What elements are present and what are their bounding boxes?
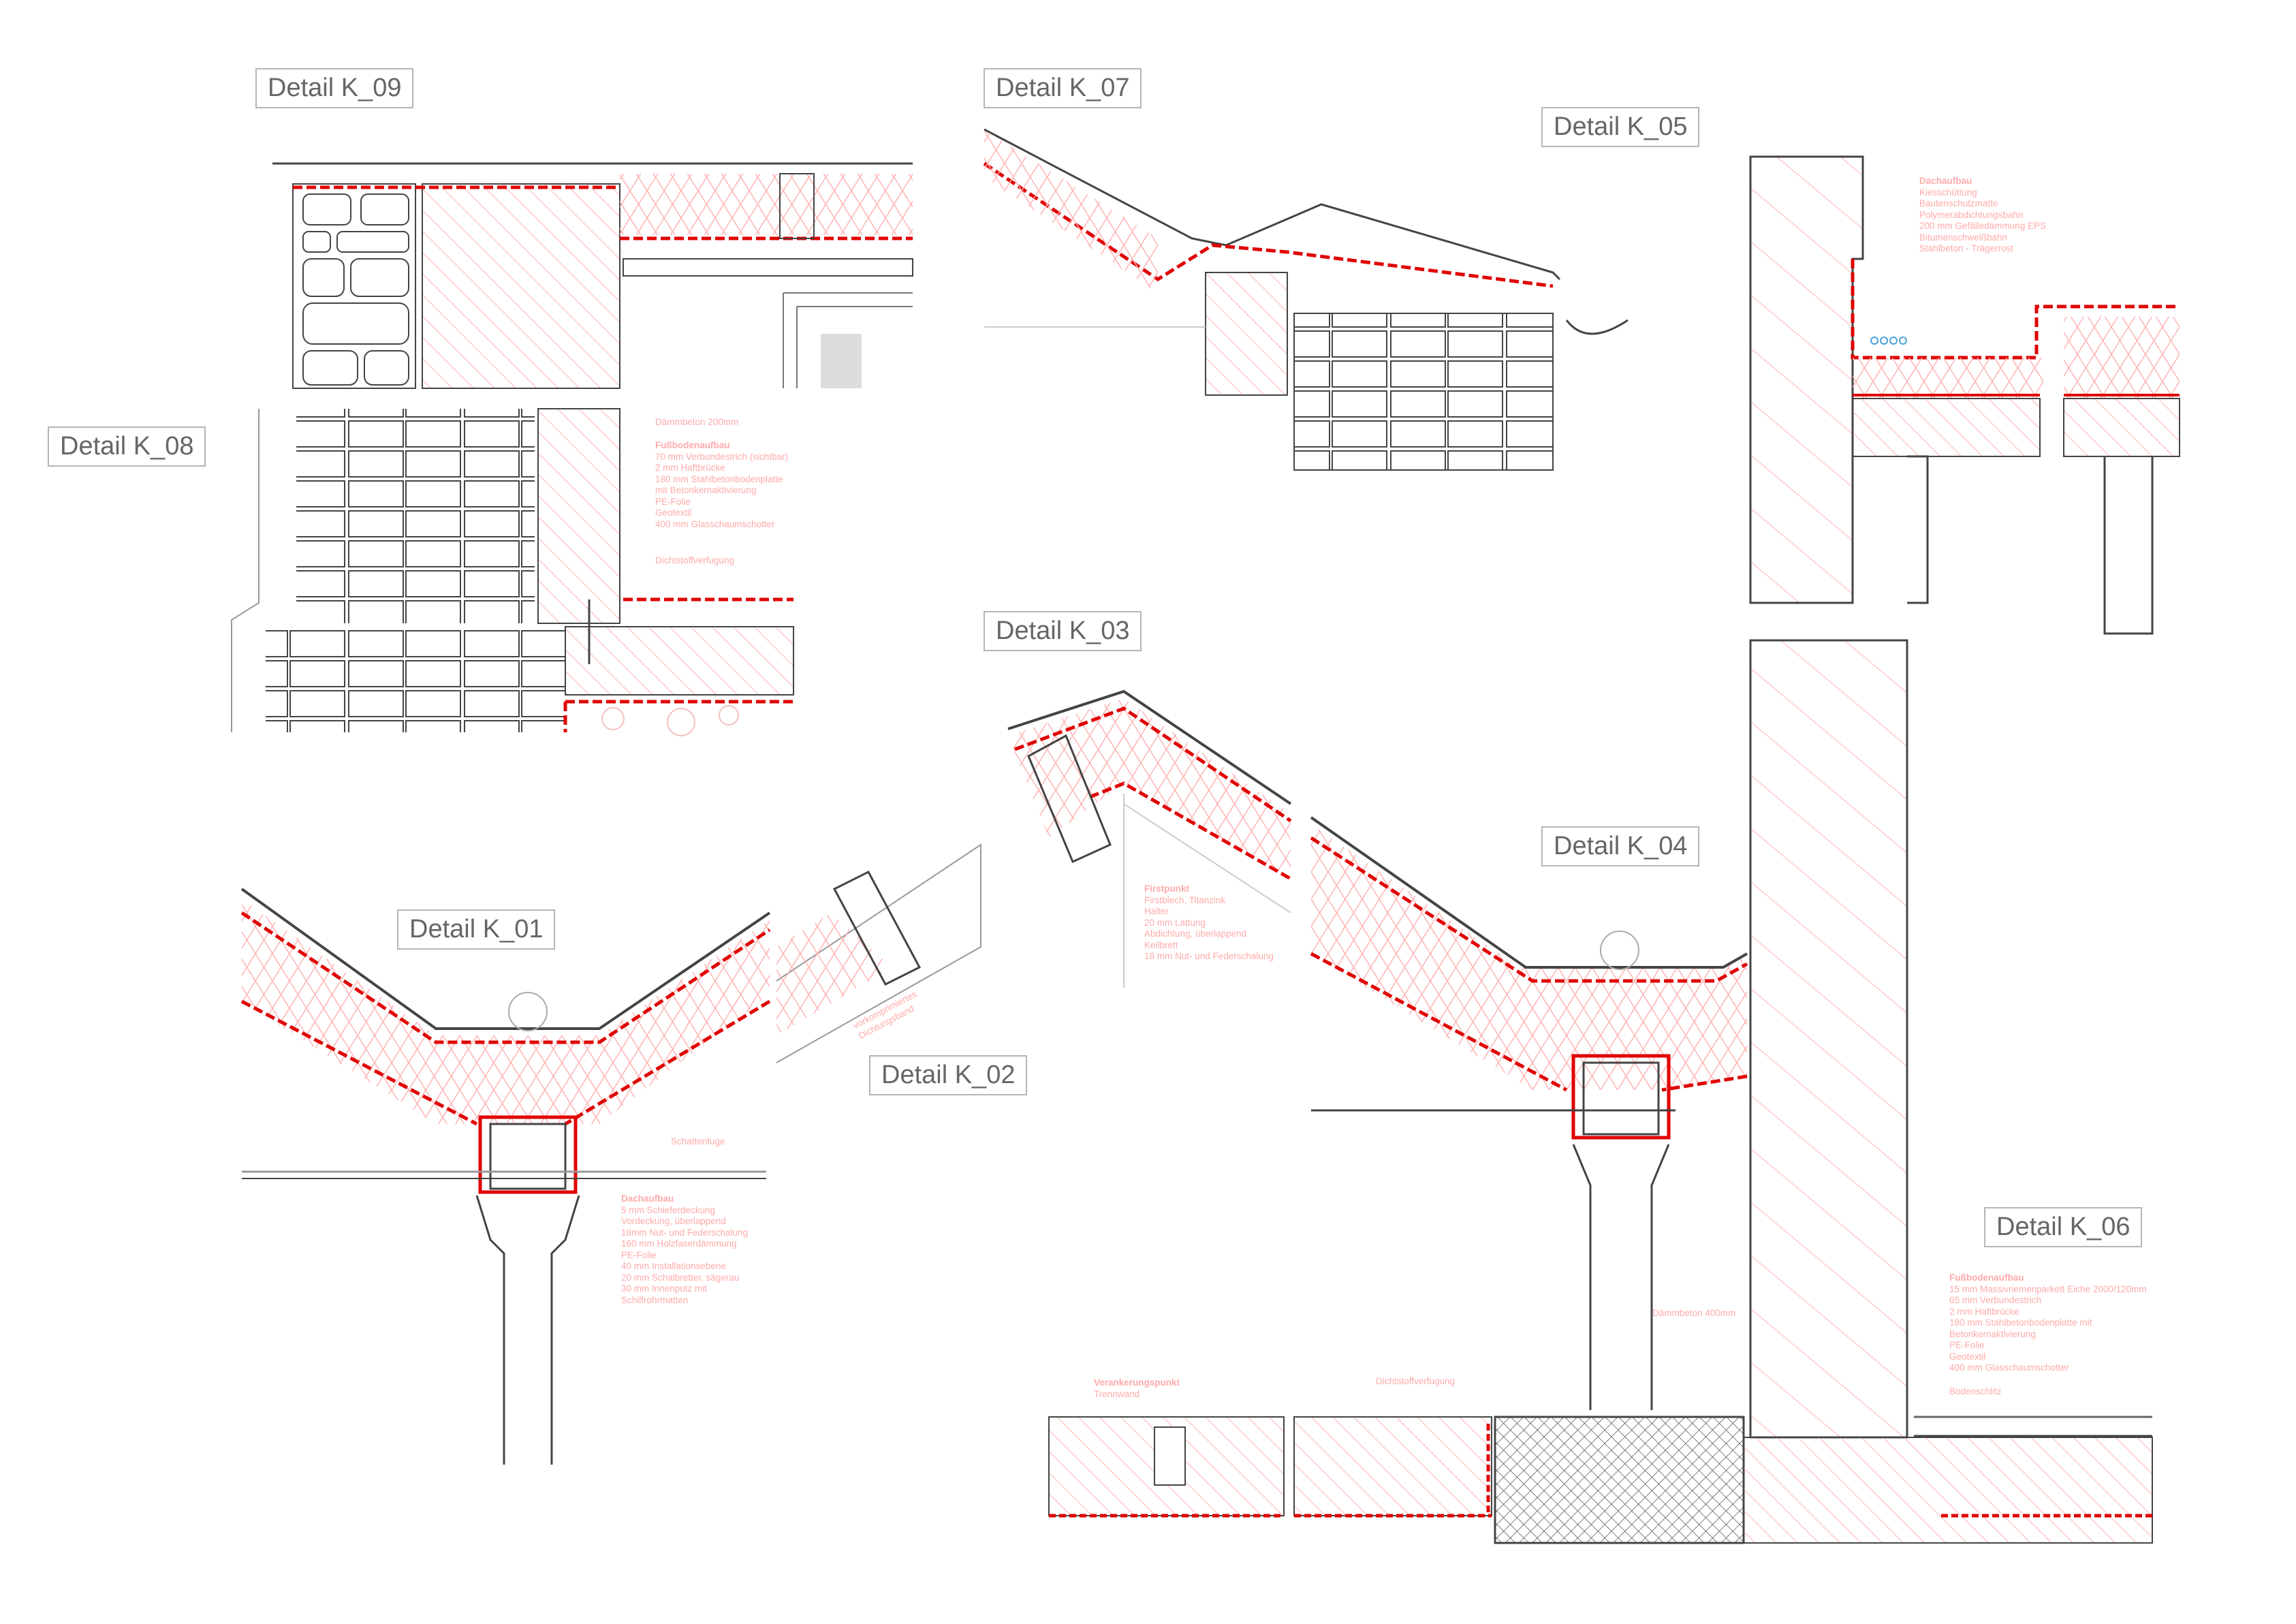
note-k01-shadow-gap: Schattenfuge	[671, 1136, 725, 1146]
note-line: Bautenschutzmatte	[1919, 198, 1998, 208]
note-heading: Dachaufbau	[1919, 176, 1972, 186]
note-line: 20 mm Schalbretter, sägerau	[621, 1272, 740, 1283]
note-floor-sealant-joint: Dichtstoffverfugung	[1376, 1376, 1456, 1386]
note-line: Firstblech, Titanzink	[1144, 894, 1226, 905]
note-line: 20 mm Lattung	[1144, 917, 1206, 928]
note-heading: Firstpunkt	[1144, 884, 1189, 894]
note-line: Stahlbeton - Trägerrost	[1919, 243, 2014, 253]
note-line: 18 mm Nut- und Federschalung	[1144, 951, 1274, 961]
note-line: PE-Folie	[655, 496, 691, 507]
note-k06-floor-slot: Bodenschlitz	[1949, 1386, 2002, 1396]
note-line: Schilfrohrmatten	[621, 1294, 689, 1305]
note-line: mit Betonkernaktivierung	[655, 485, 757, 495]
note-line: 160 mm Holzfaserdämmung	[621, 1238, 737, 1249]
note-heading: Verankerungspunkt	[1094, 1377, 1180, 1388]
note-line: 30 mm Innenputz mit	[621, 1283, 708, 1294]
note-line: 5 mm Schieferdeckung	[621, 1204, 716, 1215]
note-line: Keilbrett	[1144, 939, 1178, 950]
detail-label-k01: Detail K_01	[397, 909, 556, 950]
note-line: Vordeckung, überlappend	[621, 1216, 726, 1226]
note-line: 15 mm Massivriemenparkett Eiche 2000/120…	[1949, 1283, 2147, 1294]
note-line: 180 mm Stahlbetonbodenplatte mit	[1949, 1317, 2092, 1328]
detail-label-k09: Detail K_09	[255, 68, 414, 108]
note-line: 200 mm Gefälledämmung EPS	[1919, 221, 2047, 231]
note-k04-insulation-concrete: Dämmbeton 400mm	[1652, 1308, 1736, 1318]
note-line: 2 mm Haftbrücke	[1949, 1306, 2019, 1317]
note-line: PE-Folie	[621, 1249, 657, 1260]
note-line: Bitumenschweißbahn	[1919, 232, 2008, 243]
note-line: Geotextil	[655, 507, 692, 518]
note-line: Betonkernaktivierung	[1949, 1328, 2036, 1339]
note-line: 180 mm Stahlbetonbodenplatte	[655, 473, 783, 484]
note-line: Polymerabdichtungsbahn	[1919, 209, 2024, 220]
note-line: 65 mm Verbundestrich	[1949, 1295, 2042, 1305]
note-line: 18mm Nut- und Federschalung	[621, 1227, 749, 1238]
detail-k08-drawing	[231, 408, 794, 736]
note-k08-sealant-joint: Dichtstoffverfugung	[655, 555, 735, 565]
note-line: 40 mm Installationsebene	[621, 1261, 726, 1271]
note-line: Abdichtung, überlappend	[1144, 928, 1247, 939]
note-line: Kiesschüttung	[1919, 187, 1977, 198]
note-line: PE-Folie	[1949, 1340, 1985, 1350]
detail-k05-drawing	[1749, 155, 2180, 635]
detail-label-k03: Detail K_03	[984, 611, 1142, 651]
detail-label-k07: Detail K_07	[984, 68, 1142, 108]
note-k08-insulation-concrete: Dämmbeton 200mm	[655, 417, 739, 427]
detail-label-k08: Detail K_08	[48, 426, 206, 467]
note-heading: Fußbodenaufbau	[655, 440, 730, 450]
detail-label-k02: Detail K_02	[869, 1055, 1028, 1095]
note-heading: Fußbodenaufbau	[1949, 1272, 2024, 1283]
detail-k09-drawing	[272, 162, 913, 389]
note-line: 400 mm Glasschaumschotter	[1949, 1362, 2069, 1373]
detail-k04-drawing	[1310, 639, 1908, 1439]
detail-k01-drawing	[240, 888, 771, 1465]
detail-label-k04: Detail K_04	[1541, 826, 1700, 866]
note-line: Trennwand	[1094, 1388, 1140, 1399]
detail-label-k05: Detail K_05	[1541, 107, 1700, 147]
note-line: 400 mm Glasschaumschotter	[655, 518, 775, 529]
note-line: 2 mm Haftbrücke	[655, 463, 725, 473]
detail-k03-drawing	[776, 689, 1292, 1063]
detail-label-k06: Detail K_06	[1984, 1207, 2143, 1247]
note-line: Halter	[1144, 906, 1169, 916]
note-line: Geotextil	[1949, 1351, 1986, 1362]
detail-k07-drawing	[983, 128, 1629, 471]
note-heading: Dachaufbau	[621, 1193, 674, 1204]
note-line: 70 mm Verbundestrich (sichtbar)	[655, 451, 789, 462]
floor-section-drawing	[1048, 1416, 2153, 1544]
